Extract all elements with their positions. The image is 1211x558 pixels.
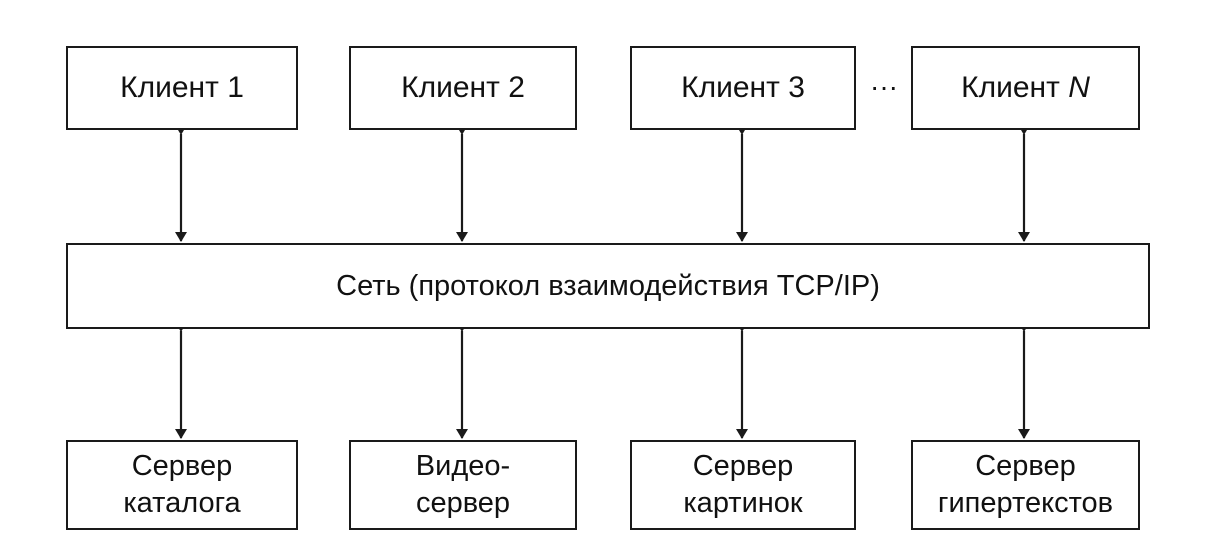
server-pictures-line2: картинок — [683, 487, 803, 519]
server-catalog-line2: каталога — [123, 487, 241, 519]
client-3-label: Клиент 3 — [681, 71, 805, 104]
server-box-hypertext: Сервер гипертекстов — [911, 440, 1140, 530]
client-box-3: Клиент 3 — [630, 46, 856, 130]
network-box: Сеть (протокол взаимодействия TCP/IP) — [66, 243, 1150, 329]
clients-ellipsis: ··· — [870, 71, 898, 102]
client-box-1: Клиент 1 — [66, 46, 298, 130]
server-hypertext-line1: Сервер — [975, 450, 1076, 482]
network-label: Сеть (протокол взаимодействия TCP/IP) — [336, 269, 880, 302]
server-box-pictures: Сервер картинок — [630, 440, 856, 530]
server-pictures-line1: Сервер — [692, 450, 794, 482]
client-box-n: Клиент N — [911, 46, 1140, 130]
client-1-label: Клиент 1 — [120, 71, 244, 104]
server-box-catalog: Сервер каталога — [66, 440, 298, 530]
client-box-2: Клиент 2 — [349, 46, 577, 130]
server-catalog-line1: Сервер — [131, 450, 233, 482]
server-hypertext-line2: гипертекстов — [937, 487, 1114, 519]
server-video-line1: Видео- — [415, 450, 511, 482]
server-box-video: Видео- сервер — [349, 440, 577, 530]
client-n-label: Клиент N — [961, 71, 1090, 104]
server-video-line2: сервер — [415, 487, 511, 519]
client-2-label: Клиент 2 — [401, 71, 525, 104]
